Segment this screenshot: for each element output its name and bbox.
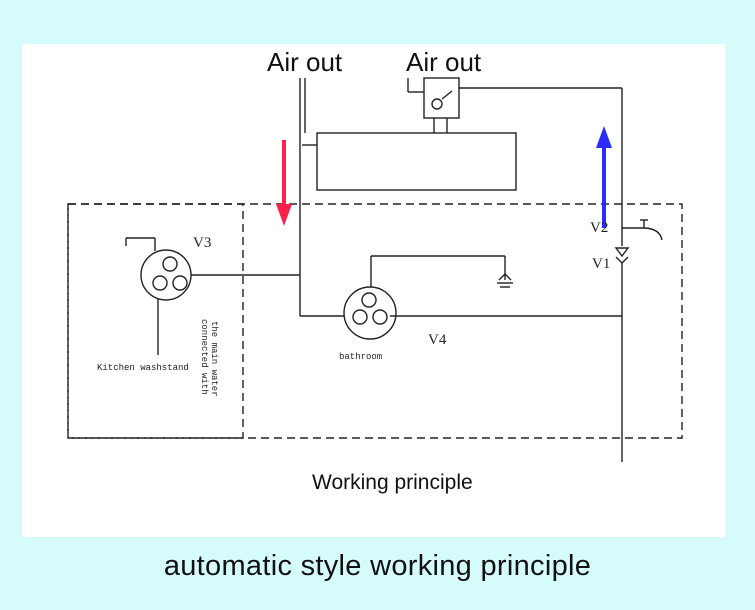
- air-out-left-label: Air out: [267, 47, 343, 77]
- v3-label: V3: [193, 235, 211, 251]
- diagram-panel: [22, 44, 725, 537]
- v2-tap: [622, 227, 663, 241]
- v1-label: V1: [592, 256, 610, 272]
- drain-symbol: [497, 273, 513, 288]
- v4-label: V4: [428, 332, 447, 348]
- hot-water-arrow: [276, 140, 292, 226]
- bathroom-label: bathroom: [339, 352, 382, 362]
- air-out-right-label: Air out: [406, 47, 482, 77]
- v2-label: V2: [590, 220, 608, 236]
- page-caption: automatic style working principle: [163, 550, 592, 582]
- mains-label-line1: connected with: [199, 319, 209, 395]
- v1-check-valve: [614, 247, 630, 258]
- system-boundary: [67, 203, 683, 439]
- kitchen-label: Kitchen washstand: [97, 363, 189, 373]
- air-out-valve-box: [423, 77, 460, 119]
- mains-label-line2: the main water: [209, 321, 219, 397]
- kitchen-boundary: [67, 203, 244, 439]
- v4-valve: [343, 286, 397, 340]
- heater-tank: [316, 132, 517, 191]
- working-principle-label: Working principle: [312, 471, 473, 494]
- cold-water-arrow: [596, 126, 612, 228]
